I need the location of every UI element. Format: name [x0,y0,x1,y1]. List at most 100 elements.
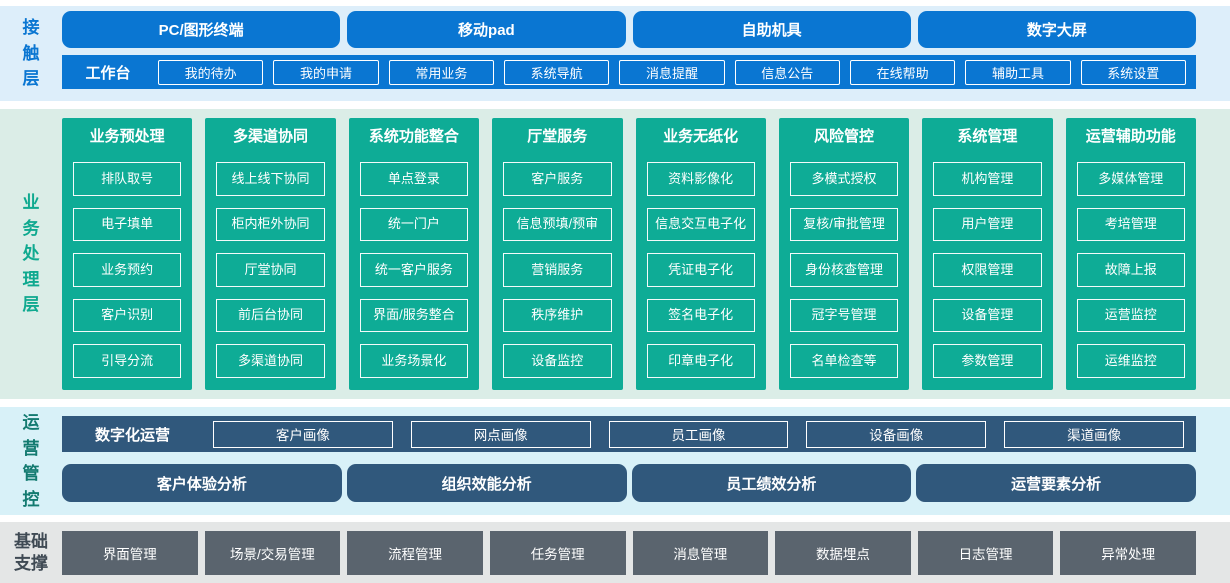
analysis-org-efficiency[interactable]: 组织效能分析 [346,464,627,502]
business-column-title: 业务预处理 [89,128,165,145]
foundation-item-ui-mgmt[interactable]: 界面管理 [62,530,198,575]
foundation-item-message-mgmt[interactable]: 消息管理 [632,530,769,575]
workbench-item-auxiliary-tools[interactable]: 辅助工具 [965,59,1071,85]
business-item-voucher-electronic[interactable]: 凭证电子化 [646,253,755,287]
business-item-device-mgmt[interactable]: 设备管理 [933,298,1042,333]
portrait-item-branch[interactable]: 网点画像 [410,420,591,448]
business-column-risk-control: 风险管控 多模式授权 复核/审批管理 身份核查管理 冠字号管理 名单检查等 [778,118,910,390]
foundation-item-exception-handling[interactable]: 异常处理 [1060,530,1196,575]
portrait-item-channel[interactable]: 渠道画像 [1004,420,1184,448]
workbench-item-my-applications[interactable]: 我的申请 [273,59,379,85]
contact-layer-label-text: 接触层 [22,18,40,89]
operations-layer-label: 运营管控 [0,407,62,515]
workbench-item-system-navigation[interactable]: 系统导航 [503,59,610,85]
channels-row: PC/图形终端 移动pad 自助机具 数字大屏 [62,11,1196,48]
business-item-org-mgmt[interactable]: 机构管理 [933,162,1042,196]
foundation-layer-section: 基础支撑 界面管理 场景/交易管理 流程管理 任务管理 消息管理 数据埋点 日志… [0,522,1230,583]
contact-layer-section: 接触层 PC/图形终端 移动pad 自助机具 数字大屏 工作台 我的待办 我的申… [0,6,1230,101]
business-item-marketing-service[interactable]: 营销服务 [503,253,612,287]
business-item-e-form[interactable]: 电子填单 [73,207,182,242]
business-column-title: 厅堂服务 [527,128,588,145]
workbench-bar: 工作台 我的待办 我的申请 常用业务 系统导航 消息提醒 信息公告 在线帮助 辅… [62,55,1196,89]
digital-operations-label: 数字化运营 [94,426,170,444]
business-item-document-imaging[interactable]: 资料影像化 [646,162,755,196]
business-item-front-back-coop[interactable]: 前后台协同 [216,298,325,333]
business-item-user-mgmt[interactable]: 用户管理 [933,207,1042,242]
channel-pc-terminal[interactable]: PC/图形终端 [62,11,341,48]
business-item-list-check[interactable]: 名单检查等 [789,344,899,378]
business-item-order-maintenance[interactable]: 秩序维护 [503,298,612,333]
analysis-employee-performance[interactable]: 员工绩效分析 [631,464,912,502]
business-column-system-mgmt: 系统管理 机构管理 用户管理 权限管理 设备管理 参数管理 [922,118,1053,390]
business-item-info-exchange-electronic[interactable]: 信息交互电子化 [646,207,755,242]
business-item-guide-divert[interactable]: 引导分流 [73,344,182,378]
business-item-ui-service-integration[interactable]: 界面/服务整合 [359,298,469,333]
foundation-item-log-mgmt[interactable]: 日志管理 [917,530,1054,575]
business-item-sso[interactable]: 单点登录 [359,162,469,196]
foundation-row: 界面管理 场景/交易管理 流程管理 任务管理 消息管理 数据埋点 日志管理 异常… [62,522,1196,583]
business-item-appointment[interactable]: 业务预约 [73,253,182,287]
business-item-online-offline[interactable]: 线上线下协同 [216,162,325,196]
business-column-ops-auxiliary: 运营辅助功能 多媒体管理 考培管理 故障上报 运营监控 运维监控 [1065,118,1196,390]
business-column-multichannel: 多渠道协同 线上线下协同 柜内柜外协同 厅堂协同 前后台协同 多渠道协同 [205,118,336,390]
business-item-customer-id[interactable]: 客户识别 [73,298,182,333]
business-item-signature-electronic[interactable]: 签名电子化 [646,298,755,333]
business-item-maintenance-monitor[interactable]: 运维监控 [1076,344,1185,378]
channel-digital-screen[interactable]: 数字大屏 [917,11,1196,48]
foundation-item-process-mgmt[interactable]: 流程管理 [347,530,483,575]
business-column-title: 多渠道协同 [233,128,309,145]
business-item-device-monitor[interactable]: 设备监控 [503,344,612,378]
analysis-customer-experience[interactable]: 客户体验分析 [62,464,342,502]
business-item-queue-number[interactable]: 排队取号 [73,162,182,196]
business-item-multimedia-mgmt[interactable]: 多媒体管理 [1076,162,1185,196]
business-column-paperless: 业务无纸化 资料影像化 信息交互电子化 凭证电子化 签名电子化 印章电子化 [635,118,766,390]
foundation-item-data-tracking[interactable]: 数据埋点 [775,530,911,575]
business-item-prefill-preaudit[interactable]: 信息预填/预审 [503,207,612,242]
workbench-item-common-business[interactable]: 常用业务 [388,59,494,85]
business-item-permission-mgmt[interactable]: 权限管理 [933,253,1042,287]
channel-mobile-pad[interactable]: 移动pad [347,11,626,48]
business-column-system-integration: 系统功能整合 单点登录 统一门户 统一客户服务 界面/服务整合 业务场景化 [348,118,480,390]
operations-layer-content: 数字化运营 客户画像 网点画像 员工画像 设备画像 渠道画像 客户体验分析 组织… [62,407,1196,515]
foundation-item-task-mgmt[interactable]: 任务管理 [489,530,626,575]
portrait-item-customer[interactable]: 客户画像 [213,420,393,448]
business-column-hall-service: 厅堂服务 客户服务 信息预填/预审 营销服务 秩序维护 设备监控 [492,118,623,390]
workbench-item-my-todo[interactable]: 我的待办 [158,59,264,85]
business-item-counter-coop[interactable]: 柜内柜外协同 [216,207,325,242]
business-columns: 业务预处理 排队取号 电子填单 业务预约 客户识别 引导分流 多渠道协同 线上线… [62,109,1196,399]
business-item-customer-service[interactable]: 客户服务 [503,162,612,196]
business-layer-label-text: 业务处理层 [22,193,40,315]
business-item-serial-number-mgmt[interactable]: 冠字号管理 [789,298,899,333]
business-item-unified-customer-service[interactable]: 统一客户服务 [359,253,469,287]
business-column-title: 业务无纸化 [663,128,739,145]
business-item-identity-verification[interactable]: 身份核查管理 [789,253,899,287]
business-item-scenario[interactable]: 业务场景化 [359,344,469,378]
operations-layer-section: 运营管控 数字化运营 客户画像 网点画像 员工画像 设备画像 渠道画像 客户体验… [0,407,1230,515]
portrait-item-device[interactable]: 设备画像 [806,420,987,448]
workbench-item-message-reminder[interactable]: 消息提醒 [619,59,725,85]
business-item-unified-portal[interactable]: 统一门户 [359,207,469,242]
business-item-training-mgmt[interactable]: 考培管理 [1076,207,1185,242]
analysis-row: 客户体验分析 组织效能分析 员工绩效分析 运营要素分析 [62,464,1196,502]
business-item-multimode-authorization[interactable]: 多模式授权 [789,162,899,196]
business-item-seal-electronic[interactable]: 印章电子化 [646,344,755,378]
business-column-title: 系统管理 [957,128,1018,145]
business-item-parameter-mgmt[interactable]: 参数管理 [933,344,1042,378]
business-column-title: 运营辅助功能 [1085,128,1176,145]
portrait-item-employee[interactable]: 员工画像 [608,420,789,448]
foundation-item-scene-transaction-mgmt[interactable]: 场景/交易管理 [204,530,341,575]
analysis-operation-elements[interactable]: 运营要素分析 [916,464,1196,502]
operations-layer-label-text: 运营管控 [22,413,40,509]
business-layer-label: 业务处理层 [0,109,62,399]
workbench-item-online-help[interactable]: 在线帮助 [849,59,956,85]
business-item-fault-report[interactable]: 故障上报 [1076,253,1185,287]
business-item-multichannel-coop[interactable]: 多渠道协同 [216,344,325,378]
business-item-hall-coop[interactable]: 厅堂协同 [216,253,325,287]
channel-self-service[interactable]: 自助机具 [632,11,911,48]
business-item-operation-monitor[interactable]: 运营监控 [1076,298,1185,333]
workbench-item-info-announcement[interactable]: 信息公告 [734,59,840,85]
business-item-review-approval[interactable]: 复核/审批管理 [789,207,899,242]
workbench-item-system-settings[interactable]: 系统设置 [1080,59,1186,85]
digital-operations-bar: 数字化运营 客户画像 网点画像 员工画像 设备画像 渠道画像 [62,416,1196,452]
